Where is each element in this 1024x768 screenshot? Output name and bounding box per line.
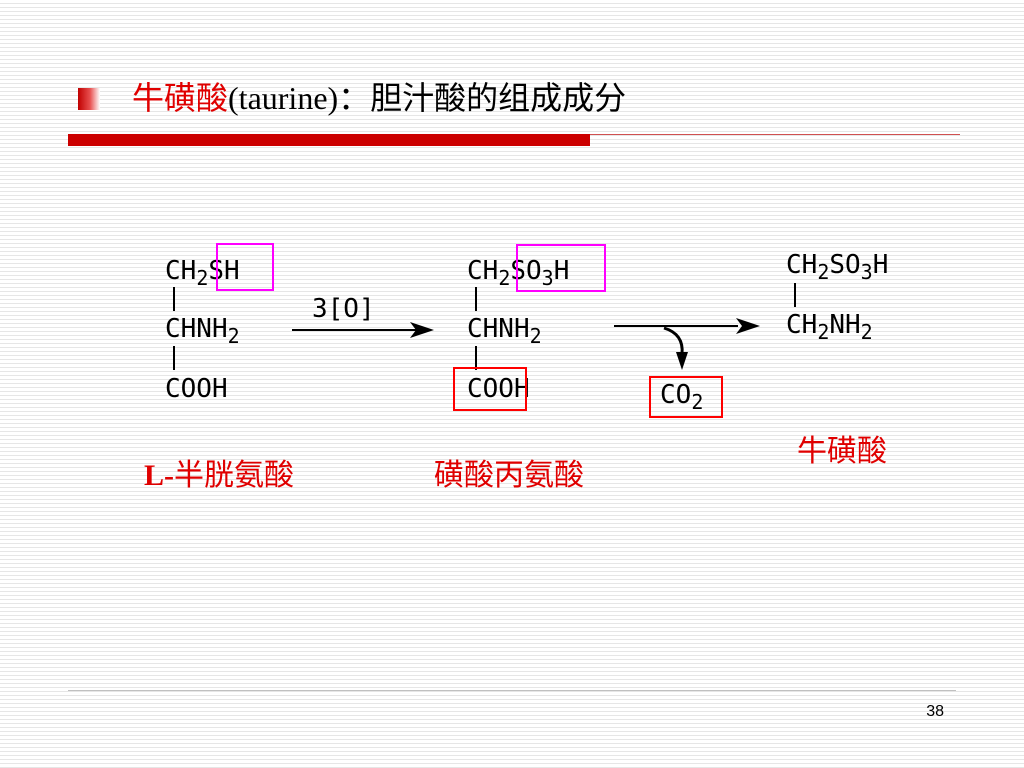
cysteic-row2: CHNH2 bbox=[467, 314, 542, 351]
cysteine-sh-group: SH bbox=[208, 256, 240, 286]
cysteine-label-cn: 半胱氨酸 bbox=[174, 458, 294, 493]
cysteine-ch-sub: 2 bbox=[196, 266, 209, 290]
cysteic-so-text: SO bbox=[510, 256, 542, 286]
title-taurine-en: (taurine) bbox=[228, 80, 339, 116]
cysteic-so-sub: 3 bbox=[541, 266, 554, 290]
sh-highlight-box bbox=[216, 243, 274, 291]
taurine-row2: CH2NH2 bbox=[786, 310, 873, 347]
cysteic-acid-label: 磺酸丙氨酸 bbox=[434, 458, 584, 493]
taurine-h-text: H bbox=[872, 250, 889, 280]
cysteine-label: L-半胱氨酸 bbox=[144, 458, 294, 494]
title-description: ：胆汁酸的组成成分 bbox=[338, 79, 627, 117]
cysteine-row1: CH2SH bbox=[165, 256, 240, 293]
co2-highlight-box bbox=[649, 376, 723, 418]
cysteic-chnh-sub: 2 bbox=[529, 324, 542, 348]
cooh-highlight-box bbox=[453, 367, 527, 411]
co2-text: CO bbox=[660, 380, 692, 410]
page-number: 38 bbox=[926, 703, 944, 720]
bullet-icon bbox=[78, 88, 100, 110]
cysteine-chnh-text: CHNH bbox=[165, 314, 228, 344]
taurine-row1: CH2SO3H bbox=[786, 250, 888, 287]
footer-divider bbox=[68, 690, 956, 691]
cysteic-ch-text: CH bbox=[467, 256, 499, 286]
cysteine-row2: CHNH2 bbox=[165, 314, 240, 351]
taurine-label: 牛磺酸 bbox=[797, 434, 887, 469]
title-taurine-cn: 牛磺酸 bbox=[132, 79, 229, 117]
cysteine-ch-text: CH bbox=[165, 256, 197, 286]
slide-title: 牛磺酸(taurine)：胆汁酸的组成成分 bbox=[132, 76, 626, 120]
taurine-so-text: SO bbox=[829, 250, 861, 280]
taurine-ch-text: CH bbox=[786, 250, 818, 280]
cysteic-row1: CH2SO3H bbox=[467, 256, 569, 293]
cysteine-row3: COOH bbox=[165, 374, 228, 404]
oxidation-label: 3[O] bbox=[312, 294, 375, 324]
taurine-ch2-sub: 2 bbox=[817, 320, 830, 344]
cysteic-ch-sub: 2 bbox=[498, 266, 511, 290]
cysteine-chnh-sub: 2 bbox=[227, 324, 240, 348]
decarboxylation-arrow bbox=[614, 318, 760, 370]
bond-line bbox=[475, 287, 477, 311]
cysteine-label-prefix: L- bbox=[144, 459, 174, 492]
cysteic-chnh-text: CHNH bbox=[467, 314, 530, 344]
taurine-nh-sub: 2 bbox=[860, 320, 873, 344]
bond-line bbox=[173, 287, 175, 311]
bond-line bbox=[173, 346, 175, 370]
bond-line bbox=[794, 283, 796, 307]
cysteic-row3: COOH bbox=[467, 374, 530, 404]
title-underline-bar bbox=[68, 134, 590, 146]
cysteic-h-text: H bbox=[553, 256, 570, 286]
bond-line bbox=[475, 346, 477, 370]
co2-byproduct: CO2 bbox=[660, 380, 703, 417]
oxidation-arrow bbox=[292, 322, 434, 338]
taurine-ch2-text: CH bbox=[786, 310, 818, 340]
co2-sub: 2 bbox=[691, 390, 704, 414]
taurine-nh-text: NH bbox=[829, 310, 861, 340]
taurine-ch-sub: 2 bbox=[817, 260, 830, 284]
taurine-so-sub: 3 bbox=[860, 260, 873, 284]
so3h-highlight-box bbox=[516, 244, 606, 292]
title-underline-line bbox=[590, 134, 960, 135]
